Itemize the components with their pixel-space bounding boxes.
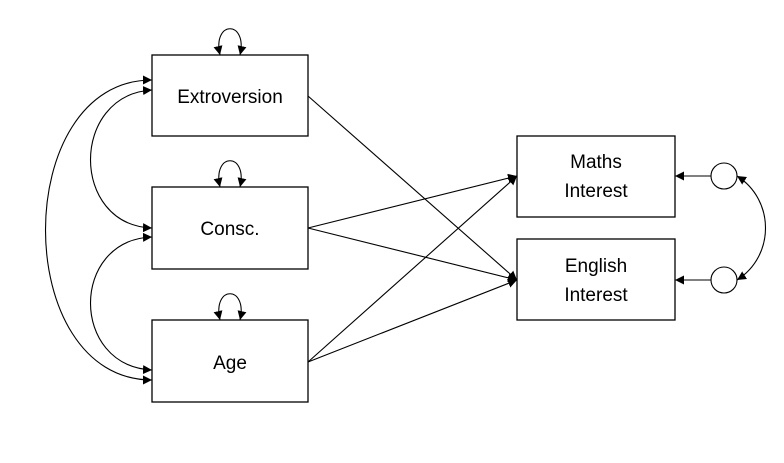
path-extroversion-to-english-interest — [307, 95, 518, 281]
path-age-to-english-interest — [307, 279, 518, 363]
covariance-extroversion-age — [45, 75, 153, 385]
node-consc-label: Consc. — [200, 219, 259, 240]
path-consc-to-maths-interest — [307, 173, 518, 229]
covariance-extroversion-consc — [89, 86, 153, 233]
node-english-interest: English Interest — [516, 238, 676, 321]
maths-residual-circle — [710, 162, 738, 190]
node-maths-interest: Maths Interest — [516, 135, 676, 218]
english-residual-circle — [710, 266, 738, 294]
node-age: Age — [151, 319, 309, 403]
node-age-label: Age — [213, 353, 247, 374]
covariance-consc-age — [89, 232, 153, 375]
node-english-interest-label-line1: English — [565, 256, 627, 277]
variance-consc — [213, 160, 247, 188]
covariance-residuals — [736, 175, 766, 281]
variance-age — [213, 293, 247, 321]
node-extroversion-label: Extroversion — [177, 87, 283, 108]
variance-extroversion — [213, 28, 247, 56]
node-maths-interest-label-line2: Interest — [564, 181, 628, 202]
path-age-to-maths-interest — [307, 175, 518, 363]
node-maths-interest-label-line1: Maths — [570, 152, 622, 173]
path-consc-to-english-interest — [307, 227, 518, 283]
node-consc: Consc. — [151, 186, 309, 270]
node-extroversion: Extroversion — [151, 54, 309, 137]
node-english-interest-label-line2: Interest — [564, 285, 628, 306]
